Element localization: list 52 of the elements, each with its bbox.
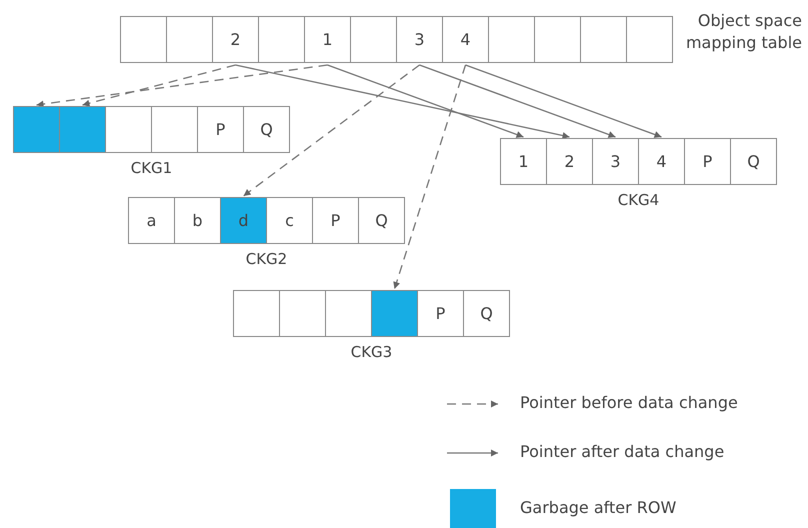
garbage-cell <box>371 290 418 337</box>
garbage-cell: d <box>220 197 267 244</box>
table-cell: 3 <box>396 16 443 63</box>
table-cell: a <box>128 197 175 244</box>
table-cell <box>258 16 305 63</box>
arrow <box>327 64 524 138</box>
table-cell <box>279 290 326 337</box>
table-cell <box>534 16 581 63</box>
legend-label: Pointer after data change <box>520 442 724 461</box>
table-cell <box>120 16 167 63</box>
dashed-arrow <box>243 64 420 197</box>
block-label: CKG2 <box>244 250 288 268</box>
table-cell: 1 <box>304 16 351 63</box>
legend-label: Pointer before data change <box>520 393 738 412</box>
table-cell: P <box>197 106 244 153</box>
block-label: CKG1 <box>130 159 174 177</box>
table-cell: P <box>312 197 359 244</box>
table-cell <box>166 16 213 63</box>
arrow <box>419 64 616 138</box>
garbage-cell <box>13 106 60 153</box>
table-cell: 3 <box>592 138 639 185</box>
table-cell: Q <box>730 138 777 185</box>
table-title: Object space mapping table <box>684 10 802 54</box>
table-cell: P <box>684 138 731 185</box>
table-cell <box>626 16 673 63</box>
table-cell: 4 <box>442 16 489 63</box>
table-cell: b <box>174 197 221 244</box>
table-cell: Q <box>243 106 290 153</box>
table-cell <box>105 106 152 153</box>
table-cell: 2 <box>212 16 259 63</box>
table-cell: P <box>417 290 464 337</box>
arrow <box>465 64 662 138</box>
table-cell: Q <box>358 197 405 244</box>
block-label: CKG3 <box>350 343 394 361</box>
legend-label: Garbage after ROW <box>520 498 676 517</box>
table-cell: 4 <box>638 138 685 185</box>
table-cell: 1 <box>500 138 547 185</box>
dashed-arrow <box>82 64 236 107</box>
table-cell: Q <box>463 290 510 337</box>
table-cell: c <box>266 197 313 244</box>
table-cell <box>488 16 535 63</box>
table-cell <box>325 290 372 337</box>
table-cell: 2 <box>546 138 593 185</box>
table-cell <box>151 106 198 153</box>
dashed-arrow <box>393 64 466 290</box>
table-cell <box>580 16 627 63</box>
block-label: CKG4 <box>616 191 660 209</box>
arrow <box>235 64 570 139</box>
table-cell <box>350 16 397 63</box>
dashed-arrow <box>36 64 328 108</box>
garbage-cell <box>59 106 106 153</box>
table-cell <box>233 290 280 337</box>
